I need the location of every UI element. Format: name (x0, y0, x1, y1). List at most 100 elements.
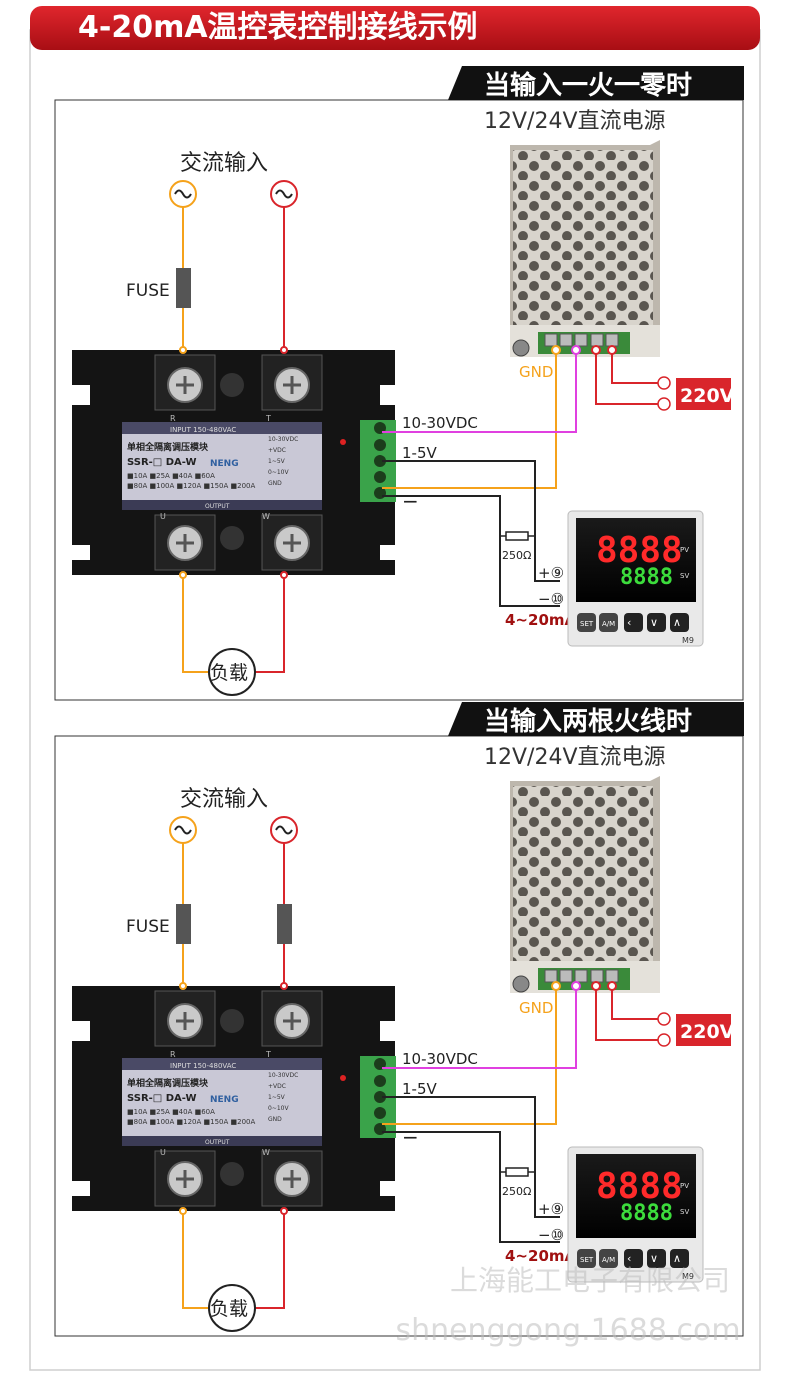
meter-pv-digits: 8888 (596, 1166, 683, 1207)
meter-button (599, 613, 618, 632)
ssr-control-screw (374, 1091, 386, 1103)
ssr-led (340, 439, 346, 445)
wire-load-u (182, 1211, 208, 1309)
ssr-model: SSR-□ DA-W (127, 457, 197, 468)
psu-terminal-screw (590, 969, 604, 983)
wire-node (280, 346, 288, 354)
resistor-label: 250Ω (502, 549, 531, 562)
ssr-pin-label: GND (268, 480, 282, 487)
minus10-label: −⑩ (538, 1226, 564, 1244)
meter-button (577, 613, 596, 632)
wire-node (591, 981, 601, 991)
ssr-pin-label: 10-30VDC (268, 1072, 298, 1079)
ssr-name: 单相全隔离调压模块 (127, 441, 209, 453)
ssr-screw-slot (283, 376, 301, 394)
psu-terminal-screw (574, 333, 588, 347)
ssr-control-screw (374, 471, 386, 483)
meter-button (599, 1249, 618, 1268)
psu-terminal-screw (559, 333, 573, 347)
ac-mini-symbol (657, 1033, 671, 1047)
ssr-control-screw (374, 455, 386, 467)
section-tab-title: 当输入两根火线时 (484, 706, 692, 737)
ssr-currents2: ■80A ■100A ■120A ■150A ■200A (127, 1118, 255, 1126)
fuse-t (277, 904, 292, 944)
ssr-currents2: ■80A ■100A ■120A ■150A ■200A (127, 482, 255, 490)
meter-button (670, 1249, 689, 1268)
psu-terminal-screw (605, 333, 619, 347)
ssr-letter-u: U (160, 1148, 166, 1157)
wire-node (551, 345, 561, 355)
section-tab (448, 702, 744, 736)
ssr-letter-r: R (170, 414, 176, 423)
wire-load-w (255, 575, 285, 673)
watermark-company: 上海能工电子有限公司 (450, 1264, 730, 1297)
ssr-control-screw (374, 1107, 386, 1119)
meter-button-label: ∧ (673, 1252, 681, 1265)
resistor-250 (505, 1167, 529, 1177)
psu-vent (513, 786, 653, 961)
ac-input-label: 交流输入 (180, 151, 268, 176)
psu-ground-screw (512, 339, 530, 357)
load-label: 负载 (210, 662, 248, 684)
v220-label: 220V (680, 385, 735, 407)
meter-button-label: ∧ (673, 616, 681, 629)
meter-button-label: A/M (602, 620, 615, 628)
v220-badge (676, 378, 731, 410)
ssr-pin-label: +VDC (268, 1083, 286, 1090)
ac-mini-symbol (657, 1012, 671, 1026)
meter-button-label: SET (580, 1256, 594, 1264)
ssr-brand: NENG (210, 1095, 239, 1105)
vdc-label: 10-30VDC (402, 414, 478, 432)
load-symbol (208, 1284, 256, 1332)
ssr-brand: NENG (210, 459, 239, 469)
ssr-letter-w: W (262, 512, 270, 521)
ssr-pin-label: 1~5V (268, 458, 286, 465)
wire-load-u (182, 575, 208, 673)
gnd-label: GND (519, 999, 553, 1017)
psu-terminal-screw (544, 333, 558, 347)
ssr-led (340, 1075, 346, 1081)
ma-label: 4~20mA (505, 611, 577, 629)
ssr-letter-w: W (262, 1148, 270, 1157)
ssr-letter-u: U (160, 512, 166, 521)
wire-load-w (255, 1211, 285, 1309)
fuse-l (176, 268, 191, 308)
ac-input-label: 交流输入 (180, 787, 268, 812)
meter-button-label: A/M (602, 1256, 615, 1264)
wire-gnd (382, 982, 557, 1125)
wire-ac-n (611, 982, 660, 1020)
power-supply (510, 140, 660, 357)
ssr-control-screw (374, 439, 386, 451)
ac-mini-symbol (657, 376, 671, 390)
ssr-label-top (122, 1058, 322, 1070)
meter-button (647, 1249, 666, 1268)
meter-button-label: ‹ (627, 616, 631, 629)
ssr-screw-slot (283, 534, 301, 552)
wire-node (179, 346, 187, 354)
ssr-pin-label: 0~10V (268, 469, 289, 476)
ssr-pin-label: +VDC (268, 447, 286, 454)
psu-terminal-screw (605, 969, 619, 983)
wire-signal-plus (382, 460, 560, 582)
ssr-letter-r: R (170, 1050, 176, 1059)
ssr-label-plate (122, 1058, 322, 1136)
ac-wave (275, 825, 293, 835)
ssr-output-text: OUTPUT (205, 503, 230, 510)
wire-ac-l (595, 346, 660, 405)
v15-label: 1-5V (402, 1080, 437, 1098)
ssr-screw-slot (176, 1012, 194, 1030)
resistor-label: 250Ω (502, 1185, 531, 1198)
fuse-label: FUSE (126, 281, 170, 301)
wire-node (280, 1207, 288, 1215)
ac-wave (275, 189, 293, 199)
meter-sv-digits: 8888 (620, 1201, 673, 1226)
ssr-screw-slot (176, 376, 194, 394)
fuse-label: FUSE (126, 917, 170, 937)
psu-terminal-screw (590, 333, 604, 347)
ssr-center-knob (220, 526, 244, 550)
